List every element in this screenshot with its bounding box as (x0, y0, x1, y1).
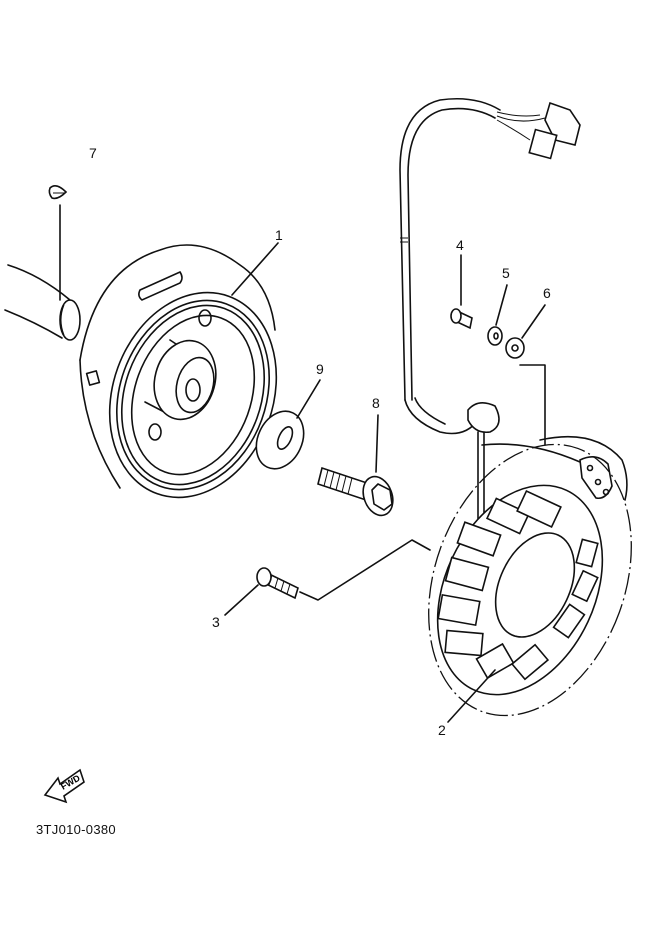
stator-screw (224, 567, 299, 616)
callout-7: 7 (89, 145, 97, 161)
callout-4: 4 (456, 237, 464, 253)
rotor-flywheel (79, 242, 279, 499)
stator-poles (437, 489, 599, 681)
lock-washer (487, 284, 508, 346)
callout-2: 2 (438, 722, 446, 738)
stator-assembly (299, 435, 632, 723)
callout-8: 8 (372, 395, 380, 411)
flange-bolt (317, 414, 394, 517)
callout-5: 5 (502, 265, 510, 281)
pickup-screw (450, 254, 473, 330)
callout-9: 9 (316, 361, 324, 377)
callout-6: 6 (543, 285, 551, 301)
crankshaft (4, 264, 81, 341)
plain-washer (505, 304, 546, 359)
fwd-arrow-icon: FWD (43, 768, 85, 804)
drawing-code: 3TJ010-0380 (36, 822, 116, 837)
pickup-coil (519, 364, 613, 500)
wire-harness (399, 97, 581, 521)
callout-3: 3 (212, 614, 220, 630)
callout-1: 1 (275, 227, 283, 243)
woodruff-key (48, 184, 68, 301)
washer (255, 379, 321, 470)
